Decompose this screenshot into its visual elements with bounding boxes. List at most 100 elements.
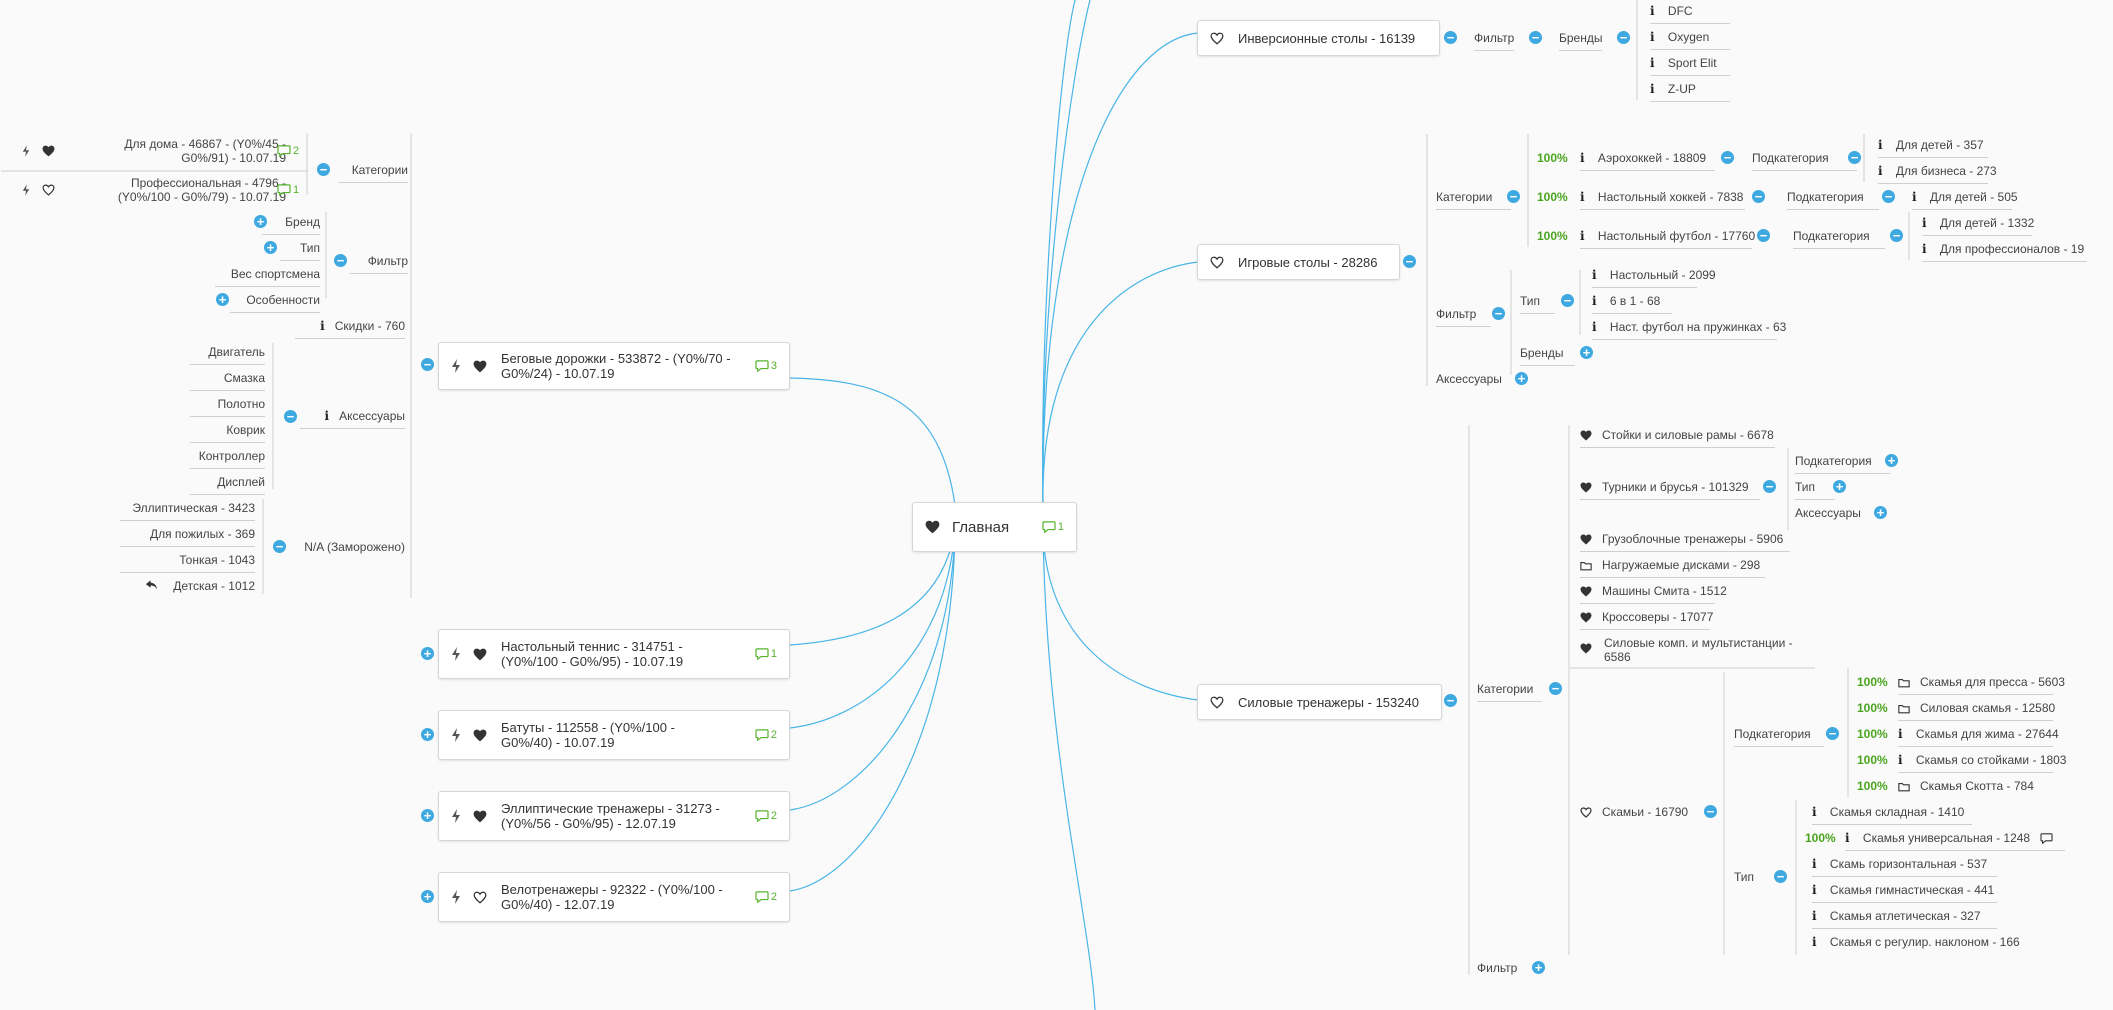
toggle-turniki-podkat[interactable] (1885, 454, 1898, 467)
node-brend[interactable]: Бренд (262, 215, 320, 235)
node-turniki-podkat[interactable]: Подкатегория (1795, 454, 1890, 474)
lightning-icon[interactable] (451, 647, 461, 661)
node-inversion-brendy[interactable]: Бренды (1559, 31, 1603, 51)
node-professionalnaya[interactable]: Профессиональная - 4796 - (Y0%/100 - G0%… (20, 176, 305, 210)
football-item[interactable]: i Для профессионалов - 19 (1922, 242, 2087, 262)
node-turniki-tip[interactable]: Тип (1795, 480, 1835, 500)
toggle-igrovye-tip[interactable] (1561, 294, 1574, 307)
toggle-football[interactable] (1757, 229, 1770, 242)
toggle-turniki[interactable] (1763, 480, 1776, 493)
toggle-skamyi-tip[interactable] (1774, 870, 1787, 883)
tip-item[interactable]: i Настольный - 2099 (1592, 268, 1716, 288)
acc-item[interactable]: Смазка (190, 371, 265, 391)
toggle-begovye[interactable] (421, 358, 434, 371)
node-hockey-sub[interactable]: Подкатегория (1787, 190, 1879, 210)
toggle-igrovye[interactable] (1403, 255, 1416, 268)
root-comments[interactable]: 1 (1042, 521, 1064, 533)
card-batuty[interactable]: Батуты - 112558 - (Y0%/100 - G0%/40) - 1… (438, 710, 790, 760)
toggle-batuty[interactable] (421, 728, 434, 741)
toggle-filtr-left[interactable] (334, 254, 347, 267)
podkat-item[interactable]: i Скамья для жима - 27644 (1898, 727, 2059, 747)
card-inversion[interactable]: Инверсионные столы - 16139 (1197, 20, 1440, 56)
brand-item[interactable]: i Oxygen (1650, 30, 1730, 50)
heart-filled-icon[interactable] (1580, 612, 1592, 623)
toggle-inversion[interactable] (1444, 31, 1457, 44)
lightning-icon[interactable] (22, 145, 30, 157)
comments-badge[interactable]: 1 (277, 183, 299, 197)
brand-item[interactable]: i DFC (1650, 4, 1730, 24)
football-item[interactable]: i Для детей - 1332 (1922, 216, 2034, 236)
toggle-silovye[interactable] (1444, 694, 1457, 707)
toggle-igrovye-aksessuary[interactable] (1515, 372, 1528, 385)
lightning-icon[interactable] (451, 359, 461, 373)
node-skidki[interactable]: i Скидки - 760 (295, 319, 405, 339)
node-gruz[interactable]: Грузоблочные тренажеры - 5906 (1580, 532, 1790, 552)
tip-item[interactable]: i Скамья универсальная - 1248 (1845, 831, 2065, 851)
node-silkomp[interactable]: Силовые комп. и мультистанции - 6586 (1580, 636, 1805, 666)
heart-outline-icon[interactable] (1210, 32, 1224, 45)
toggle-osobennosti[interactable] (216, 293, 229, 306)
hockey-item[interactable]: i Для детей - 505 (1912, 190, 2018, 210)
toggle-na[interactable] (273, 540, 286, 553)
toggle-igrovye-kategorii[interactable] (1507, 190, 1520, 203)
toggle-hockey[interactable] (1752, 190, 1765, 203)
toggle-turniki-tip[interactable] (1833, 480, 1846, 493)
toggle-igrovye-filtr[interactable] (1492, 307, 1505, 320)
heart-filled-icon[interactable] (473, 360, 487, 373)
node-aksessuary-left[interactable]: i Аксессуары (300, 409, 405, 429)
heart-filled-icon[interactable] (1580, 534, 1592, 545)
node-turniki[interactable]: Турники и брусья - 101329 (1580, 480, 1760, 500)
node-hockey[interactable]: i Настольный хоккей - 7838 (1580, 190, 1745, 210)
toggle-aero-sub[interactable] (1848, 151, 1861, 164)
lightning-icon[interactable] (451, 809, 461, 823)
heart-outline-icon[interactable] (42, 184, 55, 196)
node-nagruzh[interactable]: Нагружаемые дисками - 298 (1580, 558, 1765, 578)
toggle-inversion-filtr[interactable] (1529, 31, 1542, 44)
node-stoyki[interactable]: Стойки и силовые рамы - 6678 (1580, 428, 1775, 448)
card-silovye[interactable]: Силовые тренажеры - 153240 (1197, 684, 1442, 720)
heart-outline-icon[interactable] (1210, 256, 1224, 269)
card-begovye[interactable]: Беговые дорожки - 533872 - (Y0%/70 - G0%… (438, 342, 790, 390)
node-filtr-left[interactable]: Фильтр (350, 254, 408, 274)
aero-item[interactable]: i Для бизнеса - 273 (1878, 164, 1997, 184)
brand-item[interactable]: i Z-UP (1650, 82, 1730, 102)
toggle-turniki-aksessuary[interactable] (1874, 506, 1887, 519)
podkat-item[interactable]: Силовая скамья - 12580 (1898, 701, 2055, 721)
node-dlya-doma[interactable]: Для дома - 46867 - (Y0%/45 - G0%/91) - 1… (20, 137, 305, 171)
node-inversion-filtr[interactable]: Фильтр (1474, 31, 1515, 51)
node-igrovye-tip[interactable]: Тип (1520, 294, 1555, 314)
node-igrovye-kategorii[interactable]: Категории (1436, 190, 1511, 210)
node-skamyi[interactable]: Скамьи - 16790 (1580, 805, 1705, 819)
toggle-inversion-brendy[interactable] (1617, 31, 1630, 44)
node-aero-sub[interactable]: Подкатегория (1752, 151, 1857, 171)
tip-item[interactable]: i 6 в 1 - 68 (1592, 294, 1672, 314)
heart-filled-icon[interactable] (473, 729, 487, 742)
node-silovye-kategorii[interactable]: Категории (1477, 682, 1542, 702)
node-smita[interactable]: Машины Смита - 1512 (1580, 584, 1727, 604)
lightning-icon[interactable] (22, 184, 30, 196)
toggle-tip-left[interactable] (264, 241, 277, 254)
na-item[interactable]: Тонкая - 1043 (120, 553, 255, 573)
toggle-skamyi-podkat[interactable] (1826, 727, 1839, 740)
comments-badge[interactable]: 3 (755, 360, 777, 372)
heart-filled-icon[interactable] (1580, 643, 1592, 654)
heart-filled-icon[interactable] (1580, 430, 1592, 441)
toggle-football-sub[interactable] (1890, 229, 1903, 242)
node-igrovye-brendy[interactable]: Бренды (1520, 346, 1575, 366)
toggle-tennis[interactable] (421, 647, 434, 660)
tip-item[interactable]: i Скамь горизонтальная - 537 (1812, 857, 1997, 877)
heart-filled-icon[interactable] (925, 520, 940, 534)
card-tennis[interactable]: Настольный теннис - 314751 - (Y0%/100 - … (438, 629, 790, 679)
acc-item[interactable]: Полотно (190, 397, 265, 417)
toggle-aero[interactable] (1721, 151, 1734, 164)
node-krossovery[interactable]: Кроссоверы - 17077 (1580, 610, 1713, 630)
node-skamyi-podkat[interactable]: Подкатегория (1734, 727, 1824, 747)
node-igrovye-filtr[interactable]: Фильтр (1436, 307, 1491, 327)
comments-badge[interactable]: 2 (755, 891, 777, 903)
aero-item[interactable]: i Для детей - 357 (1878, 138, 1988, 158)
acc-item[interactable]: Двигатель (190, 345, 265, 365)
node-tip-left[interactable]: Тип (280, 241, 320, 261)
node-football-sub[interactable]: Подкатегория (1793, 229, 1885, 249)
tip-item[interactable]: i Скамья атлетическая - 327 (1812, 909, 1997, 929)
node-skamyi-tip[interactable]: Тип (1734, 870, 1755, 884)
